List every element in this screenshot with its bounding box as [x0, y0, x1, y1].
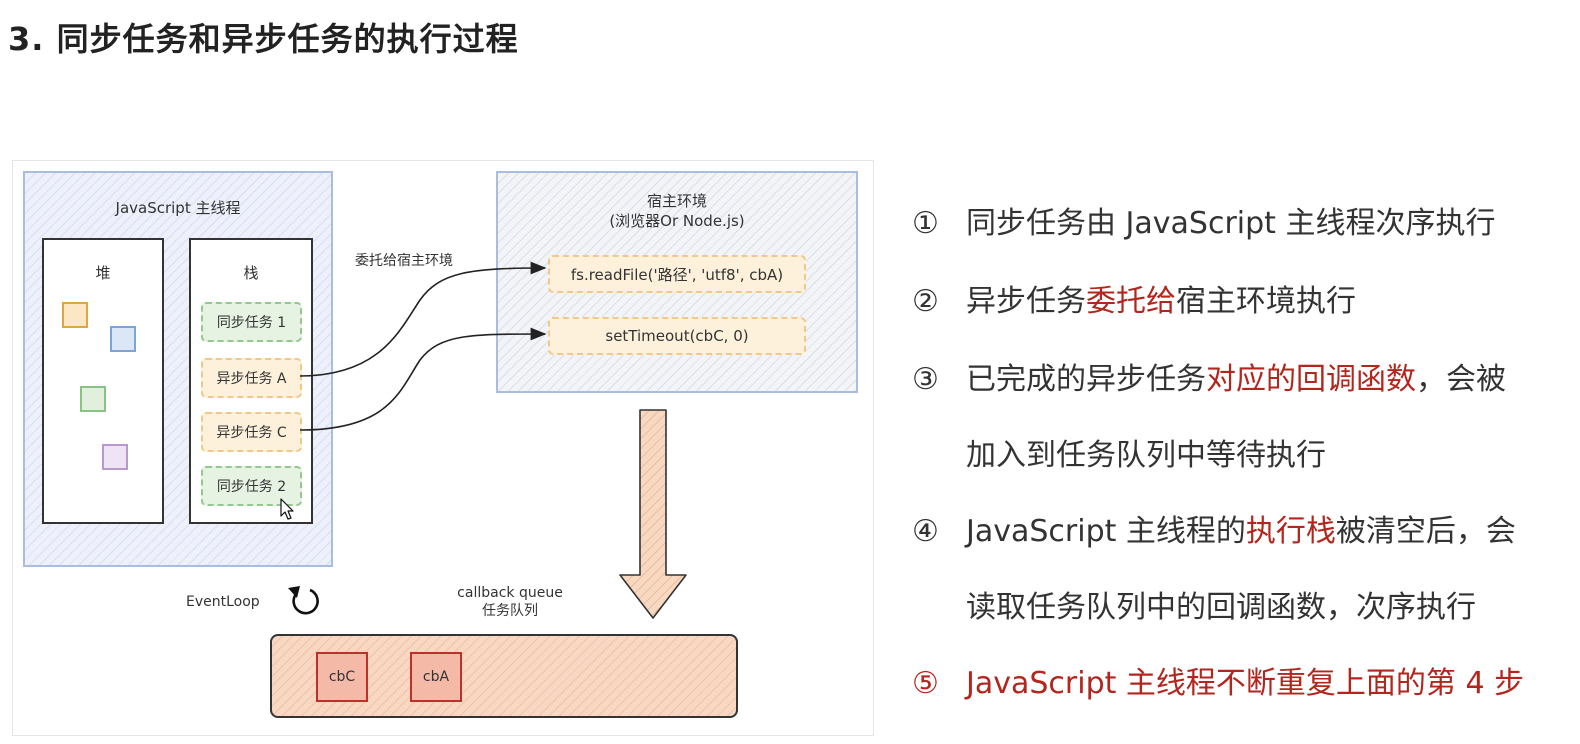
step-1-number: ①	[912, 206, 939, 241]
step-5-text: JavaScript 主线程不断重复上面的第 4 步	[966, 666, 1525, 701]
heap-object-orange	[62, 302, 88, 328]
connector-async-a	[299, 261, 547, 377]
step-4: ④ JavaScript 主线程的执行栈被清空后，会	[912, 506, 1516, 550]
eventloop-refresh-icon	[288, 586, 319, 615]
step-3: ③ 已完成的异步任务对应的回调函数，会被	[912, 354, 1506, 398]
step-2-number: ②	[912, 284, 939, 319]
step-2-text-a: 异步任务	[966, 284, 1086, 319]
delegate-label: 委托给宿主环境	[355, 253, 453, 269]
host-item-readfile: fs.readFile('路径', 'utf8', cbA)	[548, 255, 806, 293]
queue-title-line1: callback queue	[457, 585, 563, 601]
host-title-line2: (浏览器Or Node.js)	[609, 212, 745, 230]
step-1: ① 同步任务由 JavaScript 主线程次序执行	[912, 198, 1495, 242]
step-3-line2: 加入到任务队列中等待执行	[966, 438, 1326, 473]
heap-object-green	[80, 386, 106, 412]
stack-box: 栈 同步任务 1 异步任务 A 异步任务 C 同步任务 2	[189, 238, 313, 524]
step-5-number: ⑤	[912, 666, 939, 701]
step-2-text-b: 宿主环境执行	[1176, 284, 1356, 319]
step-4-line2: 读取任务队列中的回调函数，次序执行	[966, 590, 1476, 625]
heap-box: 堆	[42, 238, 164, 524]
step-1-text: 同步任务由 JavaScript 主线程次序执行	[966, 206, 1496, 241]
step-4-number: ④	[912, 514, 939, 549]
eventloop-label: EventLoop	[186, 594, 260, 610]
heap-label: 堆	[95, 264, 111, 282]
stack-item-sync-2: 同步任务 2	[201, 466, 302, 506]
stack-item-sync-1: 同步任务 1	[201, 302, 302, 342]
callback-queue: cbC cbA	[270, 634, 738, 718]
host-title-line1: 宿主环境	[646, 192, 707, 210]
mouse-cursor-icon	[280, 498, 294, 520]
queue-title: callback queue 任务队列	[430, 584, 590, 620]
main-thread-title: JavaScript 主线程	[115, 199, 241, 217]
queue-item-cba: cbA	[410, 652, 462, 702]
step-2: ② 异步任务委托给宿主环境执行	[912, 276, 1356, 320]
step-2-highlight: 委托给	[1086, 284, 1176, 319]
heap-object-blue	[110, 326, 136, 352]
step-4-highlight: 执行栈	[1245, 514, 1336, 549]
stack-item-async-c: 异步任务 C	[201, 412, 302, 452]
down-arrow	[619, 409, 687, 619]
step-5: ⑤ JavaScript 主线程不断重复上面的第 4 步	[912, 658, 1524, 702]
stack-label: 栈	[243, 264, 259, 282]
connector-async-c	[299, 327, 547, 431]
step-3-text-a: 已完成的异步任务	[966, 362, 1206, 397]
host-item-settimeout: setTimeout(cbC, 0)	[548, 317, 806, 355]
step-3-number: ③	[912, 362, 939, 397]
step-3-text-b: ，会被	[1416, 362, 1506, 397]
step-3-highlight: 对应的回调函数	[1206, 362, 1416, 397]
host-title: 宿主环境 (浏览器Or Node.js)	[498, 191, 856, 231]
step-4-text-a: JavaScript 主线程的	[966, 514, 1246, 549]
queue-title-line2: 任务队列	[482, 603, 538, 619]
heap-object-purple	[102, 444, 128, 470]
queue-item-cbc: cbC	[316, 652, 368, 702]
stack-item-async-a: 异步任务 A	[201, 358, 302, 398]
page-title: 3. 同步任务和异步任务的执行过程	[8, 20, 519, 58]
host-environment-box: 宿主环境 (浏览器Or Node.js) fs.readFile('路径', '…	[496, 171, 858, 393]
step-4-text-b: 被清空后，会	[1335, 514, 1516, 549]
